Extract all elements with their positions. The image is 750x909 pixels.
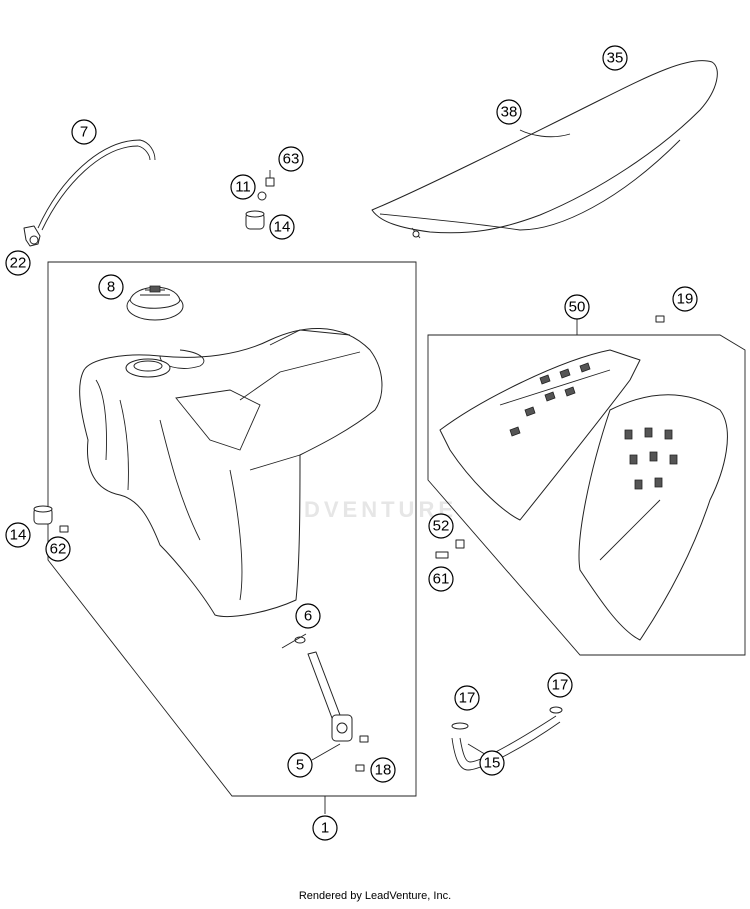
vent-hose-part[interactable] <box>451 715 561 771</box>
svg-text:35: 35 <box>607 50 624 67</box>
callout-18: 18 <box>370 757 396 783</box>
shroud-group-frame <box>427 334 746 656</box>
svg-text:14: 14 <box>10 527 27 544</box>
callout-35: 35 <box>602 45 628 71</box>
svg-text:18: 18 <box>375 762 392 779</box>
svg-text:11: 11 <box>235 179 251 196</box>
fuel-tank-part[interactable] <box>79 327 383 618</box>
right-shroud-part[interactable] <box>578 394 728 641</box>
footer-credit: Rendered by LeadVenture, Inc. <box>298 890 452 902</box>
callout-50: 50 <box>564 294 590 320</box>
callout-15: 15 <box>479 750 505 776</box>
svg-text:5: 5 <box>296 757 304 774</box>
hose-clamp-part[interactable] <box>451 706 563 730</box>
svg-text:17: 17 <box>459 690 476 707</box>
callout-6: 6 <box>295 603 321 629</box>
callout-11: 11 <box>230 174 256 200</box>
svg-text:14: 14 <box>274 219 291 236</box>
svg-text:1: 1 <box>321 820 329 837</box>
callout-14-top: 14 <box>269 214 295 240</box>
svg-text:63: 63 <box>283 151 300 168</box>
tap-screw-part[interactable] <box>355 735 369 772</box>
callout-19: 19 <box>672 286 698 312</box>
callout-61: 61 <box>428 566 454 592</box>
shroud-screw-part[interactable] <box>435 315 665 559</box>
callout-63: 63 <box>278 146 304 172</box>
fuel-tap-part[interactable] <box>307 651 353 742</box>
callout-22: 22 <box>5 250 31 276</box>
svg-text:22: 22 <box>10 255 27 272</box>
svg-text:50: 50 <box>569 299 586 316</box>
fuel-cap-part[interactable] <box>126 285 184 321</box>
callout-17-left: 17 <box>454 685 480 711</box>
svg-text:8: 8 <box>107 279 115 296</box>
callout-62: 62 <box>45 536 71 562</box>
callout-14-left: 14 <box>5 522 31 548</box>
svg-text:6: 6 <box>304 608 312 625</box>
callout-7: 7 <box>71 119 97 145</box>
fuel-hose-part[interactable] <box>37 139 156 231</box>
svg-text:7: 7 <box>80 124 88 141</box>
svg-text:61: 61 <box>433 571 450 588</box>
svg-text:17: 17 <box>552 677 569 694</box>
tank-bushing-part[interactable] <box>33 505 53 525</box>
seat-part[interactable] <box>371 60 718 239</box>
svg-text:52: 52 <box>433 518 450 535</box>
callout-38: 38 <box>496 99 522 125</box>
svg-text:62: 62 <box>50 541 67 558</box>
svg-text:38: 38 <box>501 104 518 121</box>
left-shroud-part[interactable] <box>439 349 641 521</box>
hose-fitting-part[interactable] <box>23 225 41 247</box>
callout-1: 1 <box>312 815 338 841</box>
rubber-bushing-part[interactable] <box>245 210 265 230</box>
callout-52: 52 <box>428 513 454 539</box>
tank-screw-part[interactable] <box>59 525 69 533</box>
callout-8: 8 <box>98 274 124 300</box>
svg-text:19: 19 <box>677 291 694 308</box>
svg-text:15: 15 <box>484 755 501 772</box>
callout-5: 5 <box>287 752 313 778</box>
bolt-washer-part[interactable] <box>257 170 275 201</box>
callout-17-right: 17 <box>547 672 573 698</box>
